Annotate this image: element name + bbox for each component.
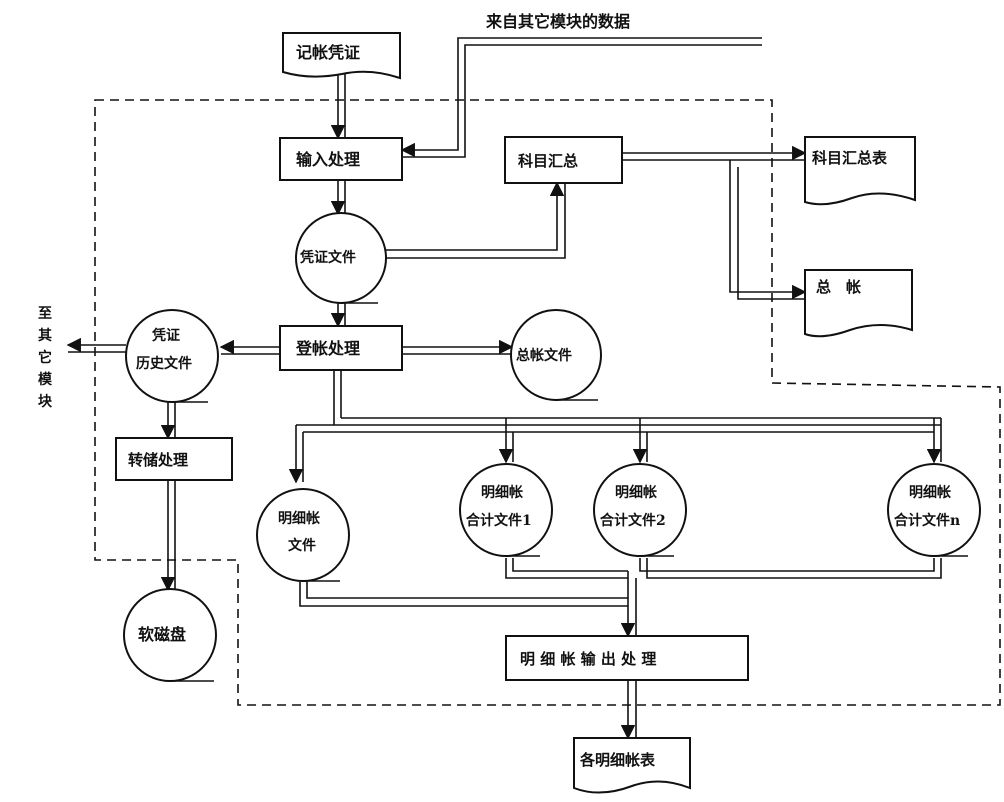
svg-text:凭证文件: 凭证文件 xyxy=(299,249,356,266)
posting-process: 登帐处理 xyxy=(279,325,403,371)
svg-text:合计文件n: 合计文件n xyxy=(894,512,960,529)
svg-text:记帐凭证: 记帐凭证 xyxy=(296,43,360,62)
svg-text:各明细帐表: 各明细帐表 xyxy=(579,751,656,769)
svg-text:明细帐: 明细帐 xyxy=(278,510,320,527)
floppy-disk-node: 软磁盘 xyxy=(123,588,217,682)
svg-text:明细帐: 明细帐 xyxy=(909,484,951,501)
detail-sum-file-2-node: 明细帐 合计文件2 xyxy=(593,463,687,557)
archive-process: 转储处理 xyxy=(115,437,233,481)
svg-text:输入处理: 输入处理 xyxy=(296,150,360,169)
svg-text:总 帐: 总 帐 xyxy=(816,278,861,296)
subject-summary-process: 科目汇总 xyxy=(504,136,623,184)
detail-output-process: 明 细 帐 输 出 处 理 xyxy=(505,635,749,681)
svg-text:明细帐: 明细帐 xyxy=(481,484,523,501)
svg-text:历史文件: 历史文件 xyxy=(136,355,192,372)
general-ledger-file-node: 总帐文件 xyxy=(510,309,602,401)
detail-sum-file-1-node: 明细帐 合计文件1 xyxy=(459,463,553,557)
voucher-history-file-node: 凭证 历史文件 xyxy=(125,309,219,403)
svg-text:软磁盘: 软磁盘 xyxy=(138,625,186,644)
svg-text:科目汇总: 科目汇总 xyxy=(518,152,578,170)
svg-text:总帐文件: 总帐文件 xyxy=(516,347,572,364)
detail-sum-file-n-node: 明细帐 合计文件n xyxy=(887,463,981,557)
external-data-label: 来自其它模块的数据 xyxy=(485,12,630,31)
to-other-module-label: 至其它模块 xyxy=(38,306,53,410)
general-ledger-document: 总 帐 xyxy=(804,269,913,338)
svg-text:科目汇总表: 科目汇总表 xyxy=(812,149,888,167)
detail-file-node: 明细帐 文件 xyxy=(256,488,350,582)
svg-text:合计文件1: 合计文件1 xyxy=(466,512,532,529)
subject-summary-table-document: 科目汇总表 xyxy=(804,136,916,206)
svg-text:登帐处理: 登帐处理 xyxy=(295,339,360,358)
input-process: 输入处理 xyxy=(279,137,403,181)
flow-lines xyxy=(66,37,942,740)
voucher-document: 记帐凭证 xyxy=(282,32,401,80)
svg-text:至其它模块: 至其它模块 xyxy=(38,306,53,410)
svg-text:凭证: 凭证 xyxy=(151,327,180,344)
svg-text:明细帐: 明细帐 xyxy=(615,484,657,501)
svg-text:合计文件2: 合计文件2 xyxy=(600,512,666,529)
svg-text:转储处理: 转储处理 xyxy=(128,451,188,469)
svg-text:明 细 帐 输 出 处 理: 明 细 帐 输 出 处 理 xyxy=(520,650,656,668)
system-boundary xyxy=(94,99,1001,706)
detail-reports-document: 各明细帐表 xyxy=(573,737,691,794)
svg-text:文件: 文件 xyxy=(288,537,316,554)
voucher-file-node: 凭证文件 xyxy=(295,212,387,304)
